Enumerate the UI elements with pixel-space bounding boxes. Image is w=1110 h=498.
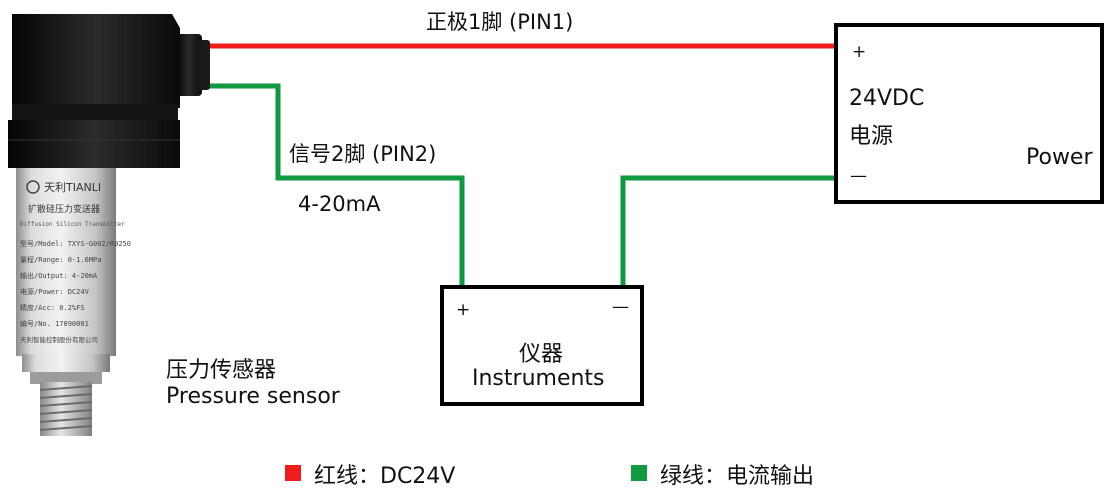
power-name-cn: 电源 (849, 124, 894, 149)
pressure-sensor-image: 天利TIANLI 扩散硅压力变送器 Diffusion Silicon Tran… (8, 14, 210, 436)
power-supply-box (834, 23, 1104, 204)
sensor-model-text: 型号/Model: TXYS-G002/R0250 (20, 239, 131, 248)
instrument-box (440, 285, 644, 406)
instrument-minus-terminal: — (612, 297, 629, 317)
current-label: 4-20mA (298, 192, 381, 216)
sensor-acc-text: 精度/Acc: 0.2%FS (20, 303, 85, 312)
green-wire-return (620, 175, 836, 287)
sensor-power-text: 电源/Power: DC24V (20, 287, 90, 296)
sensor-type-en-text: Diffusion Silicon Transmitter (20, 221, 125, 228)
sensor-type-text: 扩散硅压力变送器 (28, 203, 100, 215)
sensor-range-text: 量程/Range: 0-1.6MPa (20, 255, 101, 264)
sensor-name-en: Pressure sensor (166, 384, 340, 409)
sensor-serial-text: 编号/No. 17090001 (20, 319, 89, 328)
pin2-label: 信号2脚 (PIN2) (289, 142, 437, 166)
green-wire-pin2 (207, 83, 465, 287)
legend-green-swatch (631, 465, 647, 481)
power-plus-terminal: + (852, 42, 867, 62)
power-voltage: 24VDC (849, 86, 925, 111)
sensor-maker-text: 天利智能控制股份有限公司 (20, 335, 98, 344)
brand-logo-icon (26, 180, 40, 194)
power-minus-terminal: — (850, 166, 867, 186)
power-name-en: Power (1026, 145, 1093, 170)
instrument-plus-terminal: + (456, 300, 471, 320)
legend-green-label: 绿线：电流输出 (660, 464, 815, 489)
legend-red-swatch (285, 465, 301, 481)
pin1-label: 正极1脚 (PIN1) (426, 10, 574, 34)
sensor-brand-text: 天利TIANLI (44, 181, 101, 194)
sensor-name-cn: 压力传感器 (166, 358, 277, 383)
instrument-name-cn: 仪器 (519, 342, 564, 367)
instrument-name-en: Instruments (472, 366, 605, 391)
sensor-output-text: 输出/Output: 4-20mA (20, 271, 98, 280)
legend-red-label: 红线：DC24V (314, 464, 456, 489)
